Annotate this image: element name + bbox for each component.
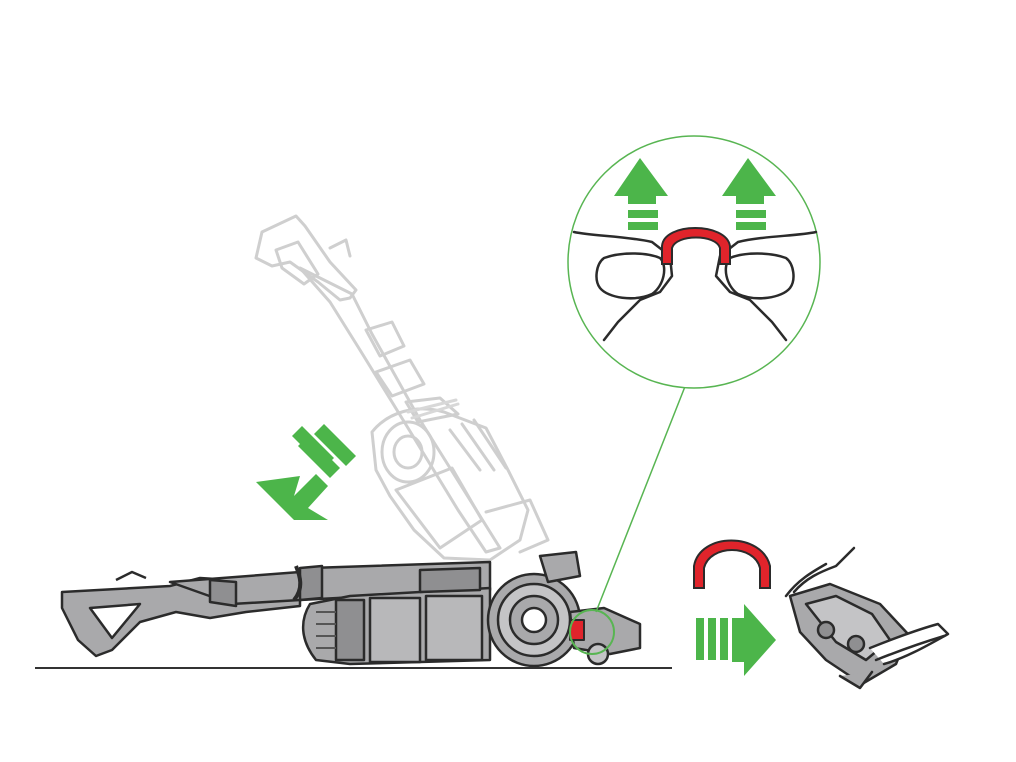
zoom-marker (569, 609, 615, 655)
removed-cleaner-head (784, 546, 950, 690)
ghost-upright-vacuum (254, 214, 550, 562)
detached-clip (693, 539, 771, 589)
lift-up-arrow-left-icon (614, 158, 668, 230)
clip-icon (661, 227, 731, 265)
tilt-down-arrow-icon (256, 424, 356, 520)
slide-right-arrow-icon (696, 604, 776, 676)
hands-holding-clip (572, 230, 818, 342)
callout-leader-line (595, 383, 687, 613)
lying-vacuum-body (60, 550, 642, 668)
lift-up-arrow-right-icon (722, 158, 776, 230)
